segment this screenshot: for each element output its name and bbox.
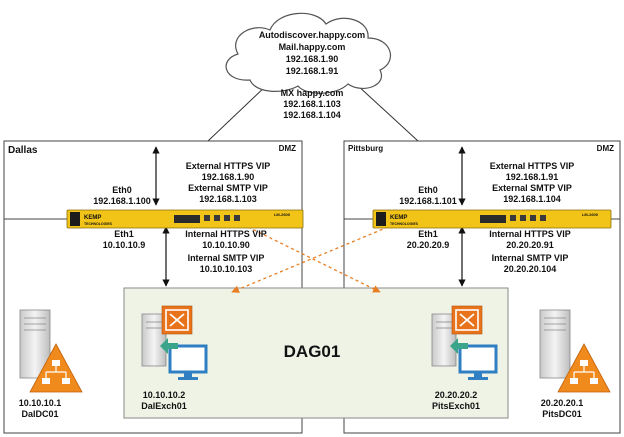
dallas-vip-line-4: 192.168.1.103	[199, 194, 257, 204]
exchange-logo-icon	[161, 305, 193, 335]
dallas-eth0-label: Eth0	[112, 185, 132, 195]
dag-label: DAG01	[284, 342, 341, 361]
dallas-dc-ip: 10.10.10.1	[19, 398, 62, 408]
pittsburg-domain-controller: 20.20.20.1 PitsDC01	[539, 309, 611, 419]
dallas-eth1-text: Eth1 10.10.10.9	[103, 229, 146, 250]
dallas-eth0-text: Eth0 192.168.1.100	[93, 185, 151, 206]
pittsburg-exchange-server: 20.20.20.2 PitsExch01	[431, 305, 498, 411]
dallas-int-line-4: 10.10.10.103	[200, 264, 253, 274]
dallas-kemp-appliance: KEMP TECHNOLOGIES LM-2600	[66, 209, 304, 229]
ad-hierarchy-icon	[557, 343, 611, 393]
dallas-kemp-sub: TECHNOLOGIES	[84, 222, 113, 226]
dallas-exch-ip: 10.10.10.2	[143, 390, 186, 400]
cross-link-dallas-to-pittsburg	[247, 226, 381, 293]
dallas-exch-name: DalExch01	[141, 401, 187, 411]
dallas-title: Dallas	[8, 145, 38, 156]
pittsburg-int-line-3: Internal SMTP VIP	[492, 253, 569, 263]
pittsburg-int-line-4: 20.20.20.104	[504, 264, 557, 274]
pittsburg-eth0-label: Eth0	[418, 185, 438, 195]
dallas-eth0-ip: 192.168.1.100	[93, 196, 151, 206]
exchange-logo-icon	[451, 305, 483, 335]
mx-line-1: MX happy.com	[281, 88, 344, 98]
monitor-icon	[458, 344, 498, 380]
pittsburg-int-line-2: 20.20.20.91	[506, 240, 554, 250]
ad-hierarchy-icon	[29, 343, 83, 393]
cloud-link-pittsburg	[355, 83, 419, 142]
dallas-kemp-brand: KEMP	[84, 215, 101, 221]
dallas-domain-controller: 10.10.10.1 DalDC01	[19, 309, 83, 419]
mx-record-text: MX happy.com 192.168.1.103 192.168.1.104	[281, 88, 344, 120]
sync-arrow-icon	[160, 338, 178, 354]
pittsburg-exch-ip: 20.20.20.2	[435, 390, 478, 400]
dallas-eth1-ip: 10.10.10.9	[103, 240, 146, 250]
mx-line-3: 192.168.1.104	[283, 110, 341, 120]
dallas-int-line-2: 10.10.10.90	[202, 240, 250, 250]
pittsburg-vip-line-4: 192.168.1.104	[503, 194, 561, 204]
pittsburg-eth0-text: Eth0 192.168.1.101	[399, 185, 457, 206]
pittsburg-external-vip-text: External HTTPS VIP 192.168.1.91 External…	[490, 161, 575, 204]
cloud-line-2: Mail.happy.com	[279, 42, 346, 52]
kemp-logo-icon	[70, 212, 80, 226]
pittsburg-dmz-label: DMZ	[597, 144, 614, 153]
pittsburg-eth1-ip: 20.20.20.9	[407, 240, 450, 250]
internet-cloud	[225, 12, 391, 94]
dallas-external-vip-text: External HTTPS VIP 192.168.1.90 External…	[186, 161, 271, 204]
pittsburg-kemp-appliance: KEMP TECHNOLOGIES LM-2600	[372, 209, 612, 229]
pittsburg-vip-line-1: External HTTPS VIP	[490, 161, 575, 171]
dallas-vip-line-1: External HTTPS VIP	[186, 161, 271, 171]
dallas-dc-name: DalDC01	[21, 409, 58, 419]
sync-arrow-icon	[450, 338, 468, 354]
dallas-kemp-model: LM-2600	[274, 212, 291, 217]
kemp-logo-icon	[376, 212, 386, 226]
pittsburg-exch-name: PitsExch01	[432, 401, 480, 411]
pittsburg-internal-vip-text: Internal HTTPS VIP 20.20.20.91 Internal …	[489, 229, 571, 274]
dallas-eth1-label: Eth1	[114, 229, 134, 239]
pittsburg-eth1-label: Eth1	[418, 229, 438, 239]
cloud-line-4: 192.168.1.91	[286, 66, 339, 76]
dallas-vip-line-3: External SMTP VIP	[188, 183, 268, 193]
pittsburg-dc-ip: 20.20.20.1	[541, 398, 584, 408]
pittsburg-kemp-model: LM-2600	[582, 212, 599, 217]
server-tower-icon	[539, 309, 571, 379]
cloud-line-3: 192.168.1.90	[286, 54, 339, 64]
pittsburg-vip-line-3: External SMTP VIP	[492, 183, 572, 193]
mx-line-2: 192.168.1.103	[283, 99, 341, 109]
pittsburg-kemp-brand: KEMP	[390, 215, 407, 221]
dallas-int-line-1: Internal HTTPS VIP	[185, 229, 267, 239]
pittsburg-dc-name: PitsDC01	[542, 409, 582, 419]
pittsburg-vip-line-2: 192.168.1.91	[506, 172, 559, 182]
cloud-line-1: Autodiscover.happy.com	[259, 30, 365, 40]
pittsburg-kemp-sub: TECHNOLOGIES	[390, 222, 419, 226]
dallas-vip-line-2: 192.168.1.90	[202, 172, 255, 182]
dallas-dmz-label: DMZ	[279, 144, 296, 153]
monitor-icon	[168, 344, 208, 380]
dallas-exchange-server: 10.10.10.2 DalExch01	[141, 305, 208, 411]
cross-link-pittsburg-to-dallas	[231, 226, 389, 293]
pittsburg-int-line-1: Internal HTTPS VIP	[489, 229, 571, 239]
dallas-internal-vip-text: Internal HTTPS VIP 10.10.10.90 Internal …	[185, 229, 267, 274]
cloud-link-dallas	[207, 83, 269, 142]
pittsburg-title: Pittsburg	[348, 144, 383, 153]
cloud-dns-text: Autodiscover.happy.com Mail.happy.com 19…	[259, 30, 365, 76]
pittsburg-eth1-text: Eth1 20.20.20.9	[407, 229, 450, 250]
pittsburg-eth0-ip: 192.168.1.101	[399, 196, 457, 206]
dallas-int-line-3: Internal SMTP VIP	[188, 253, 265, 263]
